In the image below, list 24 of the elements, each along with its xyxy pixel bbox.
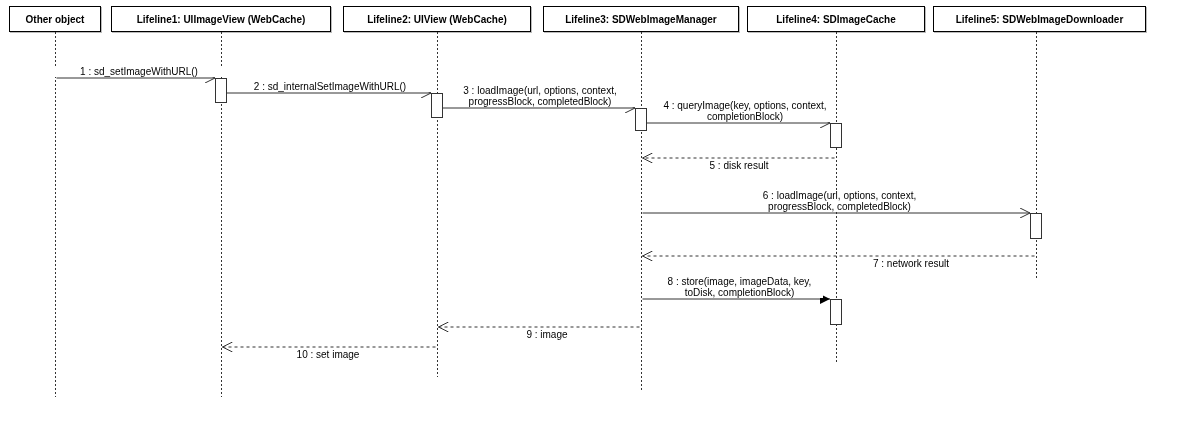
lifeline-header: Lifeline1: UIImageView (WebCache) bbox=[111, 6, 331, 32]
lifeline bbox=[219, 32, 223, 397]
activation-bar bbox=[1030, 213, 1042, 239]
activation-bar bbox=[830, 299, 842, 325]
return-arrow bbox=[438, 321, 640, 333]
message-label: 1 : sd_setImageWithURL() bbox=[53, 66, 225, 77]
return-arrow bbox=[642, 152, 835, 164]
lifeline bbox=[435, 32, 439, 377]
activation-bar bbox=[431, 93, 443, 118]
activation-bar bbox=[215, 78, 227, 103]
lifeline-header: Lifeline3: SDWebImageManager bbox=[543, 6, 739, 32]
lifeline-header: Other object bbox=[9, 6, 101, 32]
lifeline bbox=[1034, 32, 1038, 278]
message-arrow bbox=[642, 294, 831, 304]
return-arrow bbox=[642, 250, 1035, 262]
message-arrow bbox=[642, 207, 1031, 219]
lifeline-header: Lifeline5: SDWebImageDownloader bbox=[933, 6, 1146, 32]
lifeline bbox=[53, 32, 57, 397]
lifeline-header: Lifeline4: SDImageCache bbox=[747, 6, 925, 32]
return-arrow bbox=[222, 341, 436, 353]
lifeline-header: Lifeline2: UIView (WebCache) bbox=[343, 6, 531, 32]
activation-bar bbox=[830, 123, 842, 148]
activation-bar bbox=[635, 108, 647, 131]
lifeline bbox=[639, 32, 643, 392]
